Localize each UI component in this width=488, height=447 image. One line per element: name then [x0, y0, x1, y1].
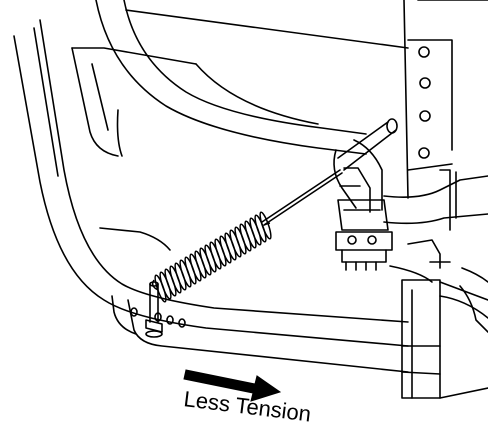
- spring-wire: [261, 169, 343, 226]
- base-rail: [401, 267, 488, 399]
- extension-spring: [151, 211, 272, 303]
- spring-hook: [151, 279, 159, 291]
- less-tension-arrow: [183, 369, 282, 402]
- inner-panel: [71, 0, 409, 251]
- spring-hook: [263, 222, 271, 226]
- frame-panel: [13, 19, 409, 373]
- mounting-bracket: [403, 0, 488, 199]
- valve-assembly: [335, 169, 488, 283]
- tension-lever: [333, 118, 398, 213]
